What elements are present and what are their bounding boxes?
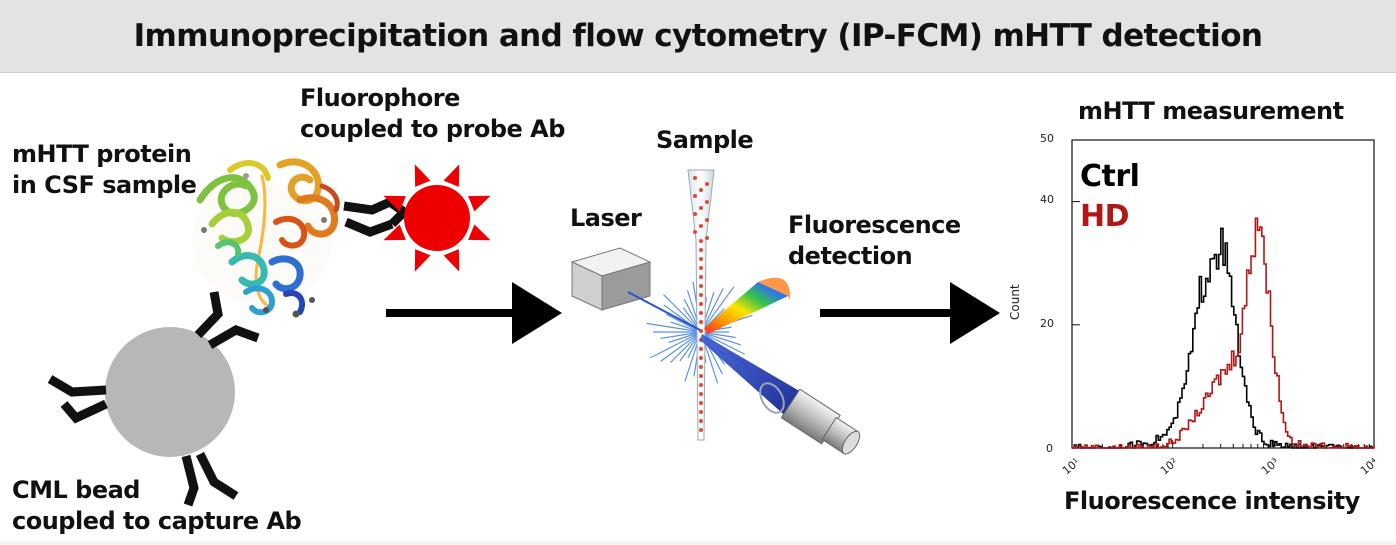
- fluorophore-ray: [468, 224, 491, 241]
- sample-particle: [699, 374, 703, 378]
- sample-particle: [699, 302, 703, 306]
- fluorescence-detection-line2: detection: [788, 242, 913, 270]
- scatter-ray: [668, 331, 702, 344]
- sample-particle: [693, 230, 697, 234]
- sample-particle: [699, 248, 703, 252]
- cml-bead-assembly: [47, 158, 491, 507]
- sample-particle: [699, 365, 703, 369]
- mhtt-protein-label: mHTT protein in CSF sample: [12, 139, 197, 201]
- scatter-ray: [649, 331, 702, 359]
- fluorophore-ray: [443, 249, 460, 272]
- fluorophore-label-line1: Fluorophore: [300, 84, 460, 112]
- scatter-ray: [700, 331, 745, 355]
- sample-particle: [699, 347, 703, 351]
- sample-particle: [699, 383, 703, 387]
- capture-antibody-top: [194, 291, 260, 349]
- fluorophore-ray: [414, 249, 431, 272]
- fluorescence-detection-label: Fluorescence detection: [788, 210, 961, 272]
- chart-title: mHTT measurement: [1078, 97, 1344, 125]
- scatter-ray: [665, 313, 702, 333]
- y-tick-label-1: 20: [1040, 317, 1054, 330]
- sample-particle: [699, 419, 703, 423]
- histogram-chart: [1071, 139, 1375, 449]
- emission-spectrum: [704, 282, 788, 334]
- scatter-ray: [700, 331, 736, 339]
- sample-particle: [699, 392, 703, 396]
- y-axis-label: Count: [1008, 284, 1022, 320]
- sample-particle: [699, 206, 703, 210]
- fluorescence-detection-line1: Fluorescence: [788, 211, 961, 239]
- sample-particle: [705, 218, 709, 222]
- arrow-to-histogram: [820, 282, 1000, 344]
- sample-particle: [699, 410, 703, 414]
- scatter-ray: [646, 322, 702, 333]
- cml-bead-label: CML bead coupled to capture Ab: [12, 475, 302, 537]
- arrow-to-cytometer: [386, 282, 562, 344]
- scatter-ray: [660, 331, 702, 340]
- sample-particle: [699, 266, 703, 270]
- sample-particle: [699, 356, 703, 360]
- sample-particle: [693, 194, 697, 198]
- flow-cytometer: [570, 169, 861, 455]
- sample-particle: [699, 188, 703, 192]
- x-axis-label: Fluorescence intensity: [1064, 487, 1360, 515]
- sample-particle: [699, 224, 703, 228]
- fluorophore-ray: [443, 164, 460, 187]
- scatter-ray: [700, 286, 735, 333]
- capture-antibody-bottom: [181, 451, 239, 507]
- y-tick-label-3: 50: [1040, 132, 1054, 145]
- sample-particle: [699, 311, 703, 315]
- sample-label: Sample: [656, 126, 754, 154]
- sample-particle: [699, 284, 703, 288]
- mhtt-protein-structure: [192, 158, 340, 318]
- y-tick-label-0: 0: [1046, 442, 1053, 455]
- sample-particle: [699, 257, 703, 261]
- sample-particle: [705, 200, 709, 204]
- series-hd: [1072, 217, 1375, 449]
- title-bar: Immunoprecipitation and flow cytometry (…: [0, 0, 1396, 73]
- cml-bead-label-line2: coupled to capture Ab: [12, 507, 302, 535]
- page-title: Immunoprecipitation and flow cytometry (…: [133, 18, 1263, 54]
- cml-bead: [105, 327, 235, 457]
- plot-frame: [1071, 139, 1375, 449]
- sample-particle: [705, 236, 709, 240]
- fluorophore-ray: [414, 164, 431, 187]
- fluorophore-ray: [383, 224, 406, 241]
- legend-hd: HD: [1080, 199, 1130, 234]
- fluorophore-label-line2: coupled to probe Ab: [300, 115, 565, 143]
- laser-label: Laser: [570, 204, 642, 232]
- sample-particle: [693, 212, 697, 216]
- bottom-border: [0, 541, 1396, 545]
- y-tick-label-2: 40: [1040, 193, 1054, 206]
- legend-ctrl: Ctrl: [1080, 159, 1140, 194]
- sample-particle: [699, 275, 703, 279]
- sample-particle: [699, 320, 703, 324]
- cml-bead-label-line1: CML bead: [12, 476, 140, 504]
- scatter-ray: [663, 294, 702, 333]
- sample-particle: [699, 239, 703, 243]
- mhtt-protein-label-line1: mHTT protein: [12, 140, 192, 168]
- scatter-ray: [670, 321, 702, 333]
- mhtt-protein-label-line2: in CSF sample: [12, 171, 197, 199]
- scatter-ray: [660, 331, 702, 362]
- capture-antibody-left: [47, 375, 108, 424]
- fluorophore-label: Fluorophore coupled to probe Ab: [300, 83, 565, 145]
- detector: [780, 388, 861, 455]
- scatter-beam: [700, 334, 808, 420]
- fluorophore-ray: [468, 195, 491, 212]
- fluorophore: [383, 164, 491, 272]
- sample-particle: [705, 182, 709, 186]
- sample-particle: [699, 428, 703, 432]
- fluorophore-ray: [383, 195, 406, 212]
- sample-particle: [699, 293, 703, 297]
- laser-source: [570, 247, 652, 311]
- scatter-ray: [670, 331, 702, 363]
- laser-beam: [627, 291, 701, 331]
- sample-particle: [699, 401, 703, 405]
- sample-particle: [693, 176, 697, 180]
- scatter-ray: [700, 331, 742, 346]
